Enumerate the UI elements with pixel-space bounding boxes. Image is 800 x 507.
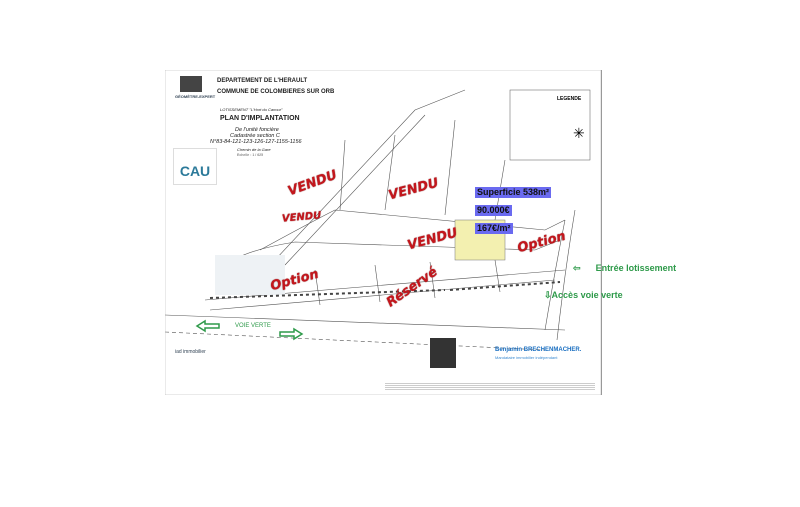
green-way-access-annotation: ⇩Accès voie verte: [544, 290, 623, 301]
entrance-label: Entrée lotissement: [595, 263, 677, 273]
agent-name: Benjamin BRECHENMACHER.: [495, 347, 582, 353]
agent-photo: [430, 338, 456, 368]
iad-brand-small: iad immobilier: [175, 349, 206, 355]
unit: De l'unité foncière: [235, 127, 279, 133]
green-way-label: VOIE VERTE: [235, 323, 271, 329]
lotissement: LOTISSEMENT "L'Hort du Canour": [220, 107, 283, 112]
green-way-access-label: Accès voie verte: [551, 290, 623, 300]
cau-logo: CAU: [173, 148, 217, 185]
lot-price: 90.000€: [475, 205, 512, 216]
agent-role: Mandataire immobilier indépendant: [495, 355, 558, 360]
department: DEPARTEMENT DE L'HERAULT: [217, 78, 308, 84]
lot-info-box: Superficie 538m² 90.000€ 167€/m²: [475, 182, 552, 236]
lot-area: Superficie 538m²: [475, 187, 552, 198]
arrow-left-icon: ⇦: [573, 263, 581, 273]
plan-sheet: GÉOMÈTRE-EXPERT DEPARTEMENT DE L'HERAULT…: [165, 70, 602, 395]
commune: COMMUNE DE COLOMBIERES SUR ORB: [217, 89, 335, 95]
cadastre: Cadastrée section C: [230, 133, 280, 139]
legend-title: LEGENDE: [557, 96, 582, 102]
lot-price-per-m2: 167€/m²: [475, 223, 513, 234]
north-arrow-icon: ✳: [573, 125, 585, 141]
scale: Echelle : 1 / 625: [237, 153, 264, 157]
footer-fine-print: [385, 382, 595, 390]
entrance-annotation: ⇦ Entrée lotissement: [573, 263, 676, 274]
plan-title: PLAN D'IMPLANTATION: [220, 115, 300, 122]
logo-text: GÉOMÈTRE-EXPERT: [175, 94, 216, 99]
parcels: N°83-84-121-123-126-127-1155-1156: [210, 139, 302, 145]
arrow-down-icon: ⇩: [544, 290, 552, 300]
place: Chemin de la Gare: [237, 147, 271, 152]
geometre-logo: [180, 76, 202, 92]
